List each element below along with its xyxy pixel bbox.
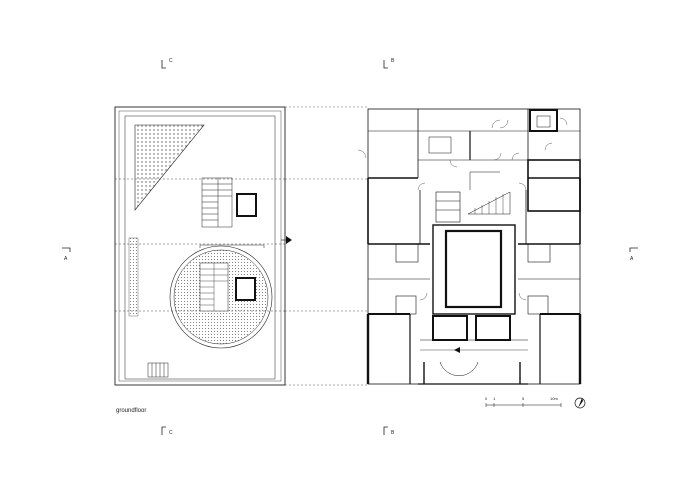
lower-stair [147,362,169,378]
hatched-strip [128,237,139,317]
scale-tick-label: 0 [485,396,488,401]
section-label-b-bottom: B [391,430,395,436]
north-arrow-icon [574,397,586,409]
hatched-triangle-area [134,124,205,211]
scale-bar: 0 1 5 10m [485,396,562,407]
left-hall [114,106,286,386]
connecting-zone [285,106,368,386]
section-label-c-top: C [169,58,173,64]
section-marker-b-bottom: B [383,426,395,436]
section-label-a-left: A [64,256,68,262]
section-label-b-top: B [391,58,395,64]
scale-tick-label: 5 [522,396,525,401]
section-marker-a-left: A [62,247,71,262]
drawing-caption: groundfloor [116,408,146,414]
section-label-c-bottom: C [169,430,173,436]
section-marker-b-top: B [383,58,395,69]
right-building [366,108,582,385]
section-label-a-right: A [630,256,634,262]
section-marker-c-bottom: C [161,426,173,436]
scale-tick-label: 1 [493,396,496,401]
round-pavilion [169,244,273,349]
upper-stair [201,177,233,228]
scale-tick-label: 10m [550,396,558,401]
entrance-arrow-right-block [454,347,460,353]
core-upper [236,193,257,217]
section-marker-a-right: A [629,247,638,262]
door-swings [357,117,568,301]
section-marker-c-top: C [161,58,173,69]
entrance-marker [281,236,292,244]
